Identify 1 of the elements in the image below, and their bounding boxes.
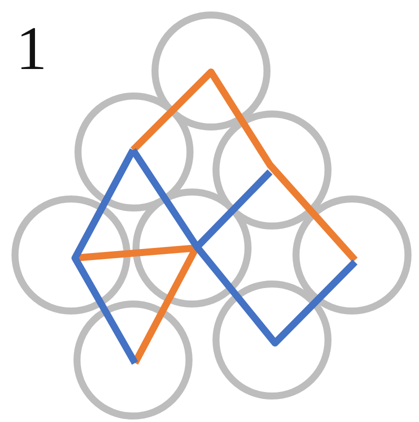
figure-number: 1 [16,18,47,80]
